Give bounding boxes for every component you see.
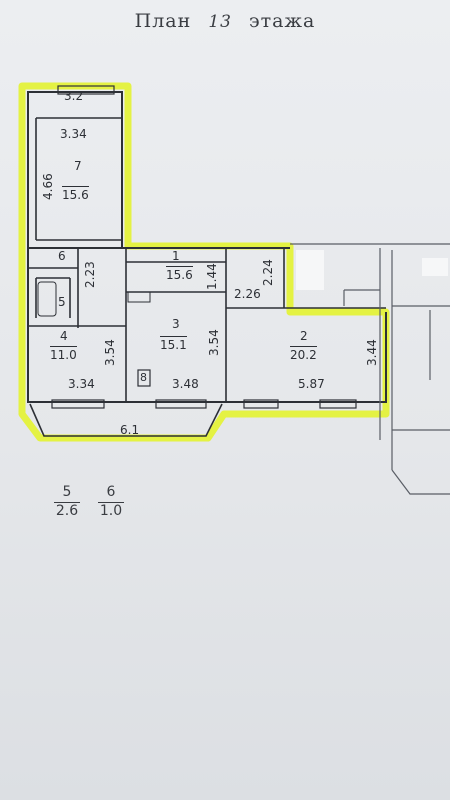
dim-room4-width: 3.34	[68, 377, 95, 391]
windows	[51, 85, 357, 409]
dim-room7-width: 3.34	[60, 127, 87, 141]
dim-room3-width: 3.48	[172, 377, 199, 391]
dim-top-width: 3.2	[64, 89, 84, 103]
loggia	[29, 403, 223, 437]
legend-room-5-area: 2.6	[55, 503, 79, 519]
dim-kitchen-height: 2.24	[261, 259, 275, 286]
room-3-area: 15.1	[160, 336, 187, 352]
room-4-area: 11.0	[50, 346, 77, 362]
title-floor: 13	[208, 12, 232, 32]
mark-8: 8	[140, 371, 147, 384]
neighbour-plan	[290, 243, 450, 495]
room-2-number: 2	[300, 329, 308, 343]
legend-room-5: 5 2.6	[54, 484, 80, 519]
room-1-number: 1	[172, 249, 180, 263]
legend-room-6-area: 1.0	[99, 503, 123, 519]
dim-room3-height: 3.54	[207, 329, 221, 356]
dim-room4-height: 3.54	[103, 339, 117, 366]
room-4-number: 4	[60, 329, 68, 343]
dim-kitchen-width: 2.26	[234, 287, 261, 301]
plan-title: План 13 этажа	[0, 10, 450, 32]
title-suffix: этажа	[249, 10, 316, 32]
legend-room-5-number: 5	[62, 484, 72, 500]
dim-corridor-height: 2.23	[83, 261, 97, 288]
title-prefix: План	[134, 10, 192, 32]
room-6-number: 6	[58, 249, 66, 263]
room-7-area: 15.6	[62, 186, 89, 202]
room-1-area: 15.6	[166, 266, 193, 282]
dim-room2-width: 5.87	[298, 377, 325, 391]
legend-room-6-number: 6	[106, 484, 116, 500]
dim-loggia-width: 6.1	[120, 423, 140, 437]
room-3-number: 3	[172, 317, 180, 331]
room-2-area: 20.2	[290, 346, 317, 362]
legend-room-6: 6 1.0	[98, 484, 124, 519]
room-7-number: 7	[74, 159, 82, 173]
dim-room2-height: 3.44	[365, 339, 379, 366]
dim-room7-height: 4.66	[41, 173, 55, 200]
legend-room-5-line	[54, 502, 80, 503]
room-5-number: 5	[58, 295, 66, 309]
legend-room-6-line	[98, 502, 124, 503]
inner-walls	[27, 117, 386, 402]
dim-room1-height: 1.44	[205, 263, 219, 290]
